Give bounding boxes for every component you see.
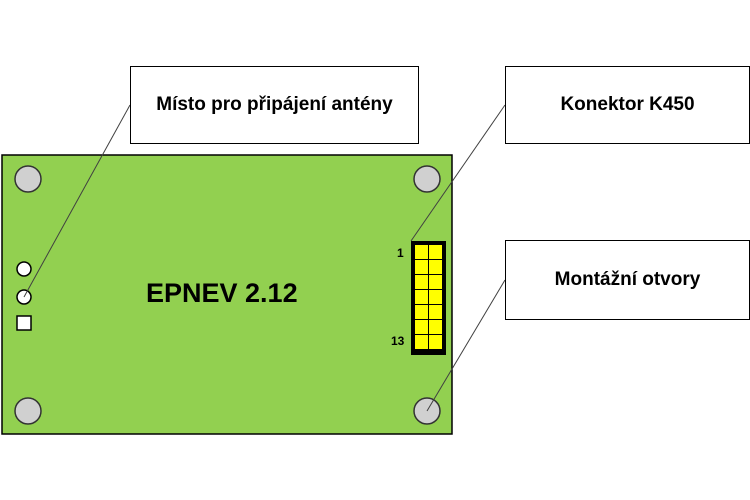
leader-line-antenna (23, 104, 131, 298)
callout-antenna: Místo pro připájení antény (130, 66, 419, 144)
connector-pin (415, 260, 428, 274)
mounting-hole-top-right (413, 165, 441, 193)
leader-line-holes (426, 279, 506, 412)
connector-pin (429, 245, 442, 259)
callout-mounting-holes: Montážní otvory (505, 240, 750, 320)
callout-connector-text: Konektor K450 (560, 94, 695, 115)
mounting-hole-top-left (14, 165, 42, 193)
connector-pin (415, 335, 428, 349)
connector-pin (429, 275, 442, 289)
connector-pin-1-label: 1 (397, 246, 404, 260)
mounting-hole-bottom-left (14, 397, 42, 425)
board-title: EPNEV 2.12 (146, 278, 298, 308)
callout-antenna-text: Místo pro připájení antény (156, 94, 393, 115)
connector-pin (415, 320, 428, 334)
connector-pin (415, 275, 428, 289)
antenna-pad-square (16, 315, 32, 331)
callout-mounting-holes-text: Montážní otvory (554, 269, 701, 290)
connector-pin (429, 335, 442, 349)
connector-pin (429, 260, 442, 274)
antenna-pad-1 (16, 261, 32, 277)
connector-pin (429, 305, 442, 319)
callout-connector: Konektor K450 (505, 66, 750, 144)
connector-pin (415, 245, 428, 259)
connector-pin (429, 290, 442, 304)
connector-pin-13-label: 13 (391, 334, 405, 348)
connector-k450 (411, 241, 446, 355)
connector-pin (415, 305, 428, 319)
connector-pin (429, 320, 442, 334)
leader-line-connector (410, 104, 506, 242)
connector-pin (415, 290, 428, 304)
